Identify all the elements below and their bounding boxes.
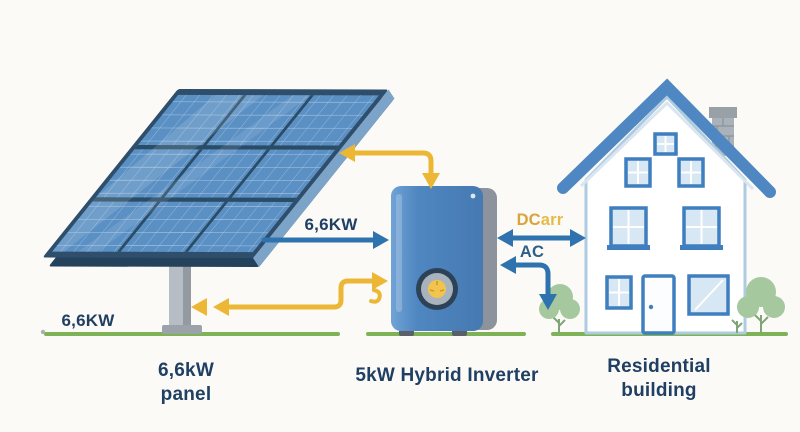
ground-power-label: 6,6KW xyxy=(61,311,115,330)
feedback-arrow-bottom xyxy=(191,272,388,316)
panel-caption: 6,6kW panel xyxy=(158,359,214,407)
inverter-dial xyxy=(416,268,458,310)
dc-link-label: DCarr xyxy=(517,211,564,230)
solar-panel-illustration xyxy=(43,89,395,267)
window-sill-right xyxy=(680,245,723,250)
window-sill-left xyxy=(607,245,650,250)
dc-link-arrow xyxy=(497,229,586,247)
house-illustration xyxy=(557,78,776,335)
window-crossbars xyxy=(609,136,724,311)
inverter-caption: 5kW Hybrid Inverter xyxy=(355,365,539,386)
inverter-illustration xyxy=(391,186,497,336)
inverter-screw xyxy=(470,193,476,199)
inverter-body xyxy=(391,186,483,331)
bush-illustration-left xyxy=(539,284,580,333)
panel-module-dividers xyxy=(92,95,339,252)
building-caption: Residential building xyxy=(607,355,711,403)
bush-illustration-right xyxy=(731,277,785,333)
arrowhead-left-icon xyxy=(191,298,207,316)
yellow-hook xyxy=(369,288,382,304)
arrowhead-down-icon xyxy=(422,173,440,189)
ac-return-arrow xyxy=(500,256,557,310)
arrowhead-right-icon xyxy=(373,231,389,249)
panel-output-arrow xyxy=(261,231,389,249)
building-caption-line1: Residential xyxy=(607,356,711,377)
feedback-arrow-top xyxy=(339,144,440,189)
house-roof xyxy=(557,78,776,198)
dc-link-label-prefix: DC xyxy=(516,211,541,229)
panel-pole xyxy=(162,253,202,334)
ac-return-label: AC xyxy=(519,243,545,261)
panel-output-power-label: 6,6KW xyxy=(304,215,358,234)
arrowhead-right-icon xyxy=(570,229,586,247)
panel-caption-line2: panel xyxy=(160,384,212,405)
arrowhead-left2-icon xyxy=(213,298,229,316)
panel-side-edge xyxy=(253,89,395,267)
arrowhead-right-icon xyxy=(372,272,388,290)
arrowhead-left-icon xyxy=(500,256,516,274)
door xyxy=(641,274,676,335)
arrowhead-down-icon xyxy=(539,294,557,310)
ground-dot xyxy=(40,329,46,335)
building-caption-line2: building xyxy=(621,380,697,401)
arrowhead-left-icon xyxy=(497,229,513,247)
roof-inner-line xyxy=(579,100,755,191)
arrowhead-left-icon xyxy=(339,144,355,162)
panel-caption-line1: 6,6kW xyxy=(158,360,214,381)
door-knob xyxy=(648,304,654,310)
house-walls xyxy=(584,95,747,335)
dc-link-label-suffix: arr xyxy=(540,211,564,229)
